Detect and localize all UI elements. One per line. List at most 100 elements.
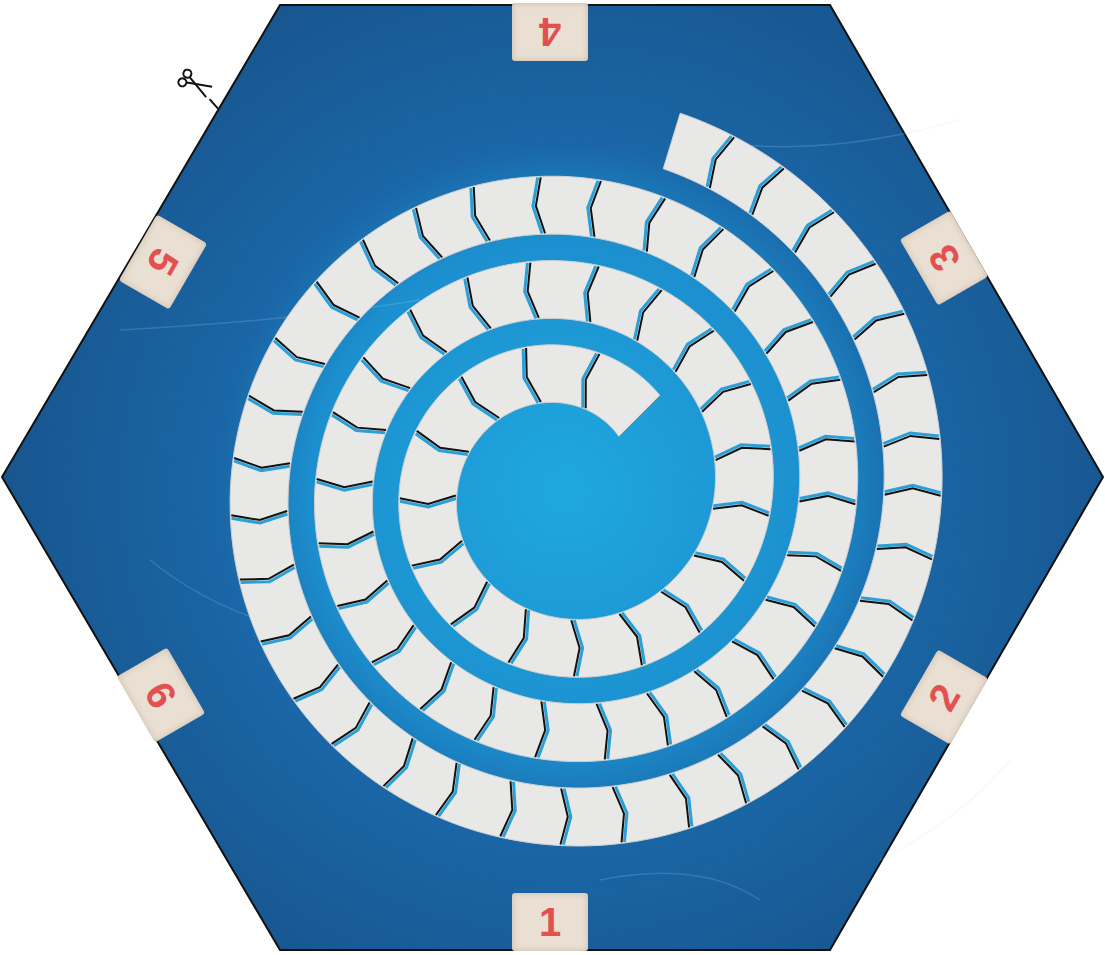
spiral-track [230, 113, 942, 846]
tile-divider [317, 479, 373, 487]
tile-divider [877, 547, 932, 559]
tile-divider [799, 439, 854, 451]
tile-divider [619, 614, 641, 665]
number-tag: 2 [900, 650, 988, 745]
tile-divider [694, 671, 727, 717]
tag-number: 3 [921, 238, 967, 277]
tile-divider [474, 187, 490, 241]
tile-divider [716, 448, 771, 460]
tile-divider [788, 380, 840, 401]
tile-divider [240, 565, 294, 580]
tile-divider [337, 581, 387, 606]
tile-shadow [799, 436, 854, 448]
tile-divider [536, 177, 545, 233]
tile-divider [694, 229, 723, 277]
tile-divider [795, 212, 834, 252]
tile-divider [702, 384, 751, 412]
tile-divider [560, 789, 567, 845]
tile-divider [860, 601, 912, 621]
tile-divider [802, 691, 845, 727]
tile-divider [461, 377, 499, 418]
tile-divider [451, 582, 487, 625]
tile-divider [467, 277, 490, 328]
tile-divider [694, 555, 744, 580]
tile-divider [835, 648, 883, 676]
tile-divider [713, 505, 769, 515]
tile-divider [597, 704, 608, 759]
tile-divider [436, 763, 457, 815]
tile-divider [400, 496, 456, 504]
tile-divider [417, 431, 469, 452]
tile-divider [884, 436, 939, 447]
tile-divider [410, 310, 446, 352]
tile-divider [526, 348, 541, 402]
tile-divider [718, 755, 746, 803]
tile-divider [372, 625, 414, 662]
tile-shadow [877, 544, 932, 556]
tile-divider [591, 181, 601, 237]
tile-shadow [503, 782, 515, 837]
tile-divider [874, 375, 927, 392]
tile-divider [249, 396, 303, 412]
number-tag: 6 [117, 648, 205, 743]
tile-divider [234, 458, 290, 468]
track-band [230, 113, 942, 846]
tile-divider [261, 617, 311, 642]
tile-divider [735, 271, 774, 312]
tile-divider [294, 665, 338, 699]
tile-divider [363, 357, 410, 388]
tile-divider [752, 168, 784, 214]
tile-divider [613, 787, 624, 842]
tile-divider [528, 263, 539, 318]
tile-divider [855, 314, 905, 340]
tile-divider [317, 282, 360, 318]
tile-shadow [533, 178, 542, 234]
tile-shadow [715, 445, 770, 457]
tile-divider [535, 701, 545, 757]
tile-divider [588, 267, 599, 322]
tile-divider [383, 738, 412, 786]
tile-divider [332, 703, 370, 744]
tile-divider [670, 775, 689, 828]
tile-divider [275, 338, 325, 364]
tile-divider [333, 412, 386, 430]
tile-divider [661, 592, 699, 633]
tile-divider [647, 199, 665, 252]
tile-divider [420, 662, 451, 709]
tile-divider [500, 781, 512, 836]
tag-number: 6 [138, 675, 184, 714]
number-tag: 5 [119, 215, 207, 310]
tile-shadow [232, 514, 288, 523]
number-tag: 1 [512, 893, 588, 951]
tag-number: 5 [140, 242, 186, 281]
tile-divider [767, 322, 813, 353]
tile-divider [637, 290, 661, 340]
tile-divider [363, 240, 398, 284]
hexagon-board [2, 5, 1103, 950]
tile-divider [710, 137, 734, 187]
tile-divider [231, 511, 287, 520]
tile-shadow [234, 461, 290, 471]
tile-divider [766, 600, 815, 627]
tag-number: 1 [539, 902, 561, 942]
tile-divider [676, 331, 714, 372]
tag-number: 4 [539, 12, 561, 52]
tile-divider [647, 694, 668, 746]
tile-divider [586, 354, 600, 408]
tile-divider [830, 264, 875, 297]
tile-divider [787, 555, 841, 571]
tile-divider [475, 687, 494, 740]
number-tag: 4 [512, 3, 588, 61]
tile-divider [412, 541, 462, 566]
tile-divider [885, 488, 941, 495]
tile-divider [319, 531, 374, 544]
tag-number: 2 [921, 677, 967, 716]
tile-divider [508, 609, 525, 662]
tile-divider [799, 496, 855, 504]
tile-divider [571, 620, 579, 676]
tile-divider [732, 641, 773, 679]
number-tag: 3 [900, 211, 988, 306]
